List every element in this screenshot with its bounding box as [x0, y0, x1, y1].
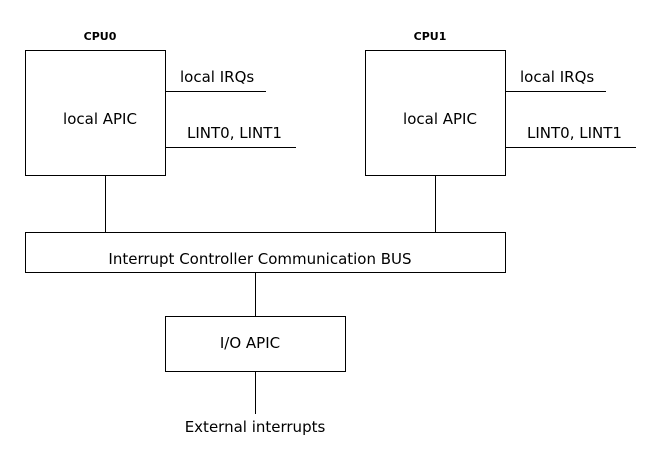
communication-bus-box — [25, 232, 506, 273]
cpu0-local-apic-label: local APIC — [63, 110, 137, 128]
cpu0-lint-label: LINT0, LINT1 — [187, 124, 282, 142]
cpu0-local-apic-box — [25, 50, 166, 176]
cpu0-local-irqs-label: local IRQs — [180, 68, 254, 86]
cpu0-group: CPU0 local APIC local IRQs LINT0, LINT1 — [25, 30, 296, 232]
communication-bus-label: Interrupt Controller Communication BUS — [108, 250, 411, 268]
cpu1-local-irqs-label: local IRQs — [520, 68, 594, 86]
cpu1-local-apic-label: local APIC — [403, 110, 477, 128]
cpu1-title: CPU1 — [414, 30, 447, 43]
io-apic-label: I/O APIC — [220, 334, 280, 352]
cpu1-local-apic-box — [365, 50, 506, 176]
external-interrupts-label: External interrupts — [185, 418, 326, 436]
io-apic-box — [165, 316, 346, 372]
cpu0-title: CPU0 — [84, 30, 117, 43]
cpu1-lint-label: LINT0, LINT1 — [527, 124, 622, 142]
cpu1-group: CPU1 local APIC local IRQs LINT0, LINT1 — [365, 30, 636, 232]
